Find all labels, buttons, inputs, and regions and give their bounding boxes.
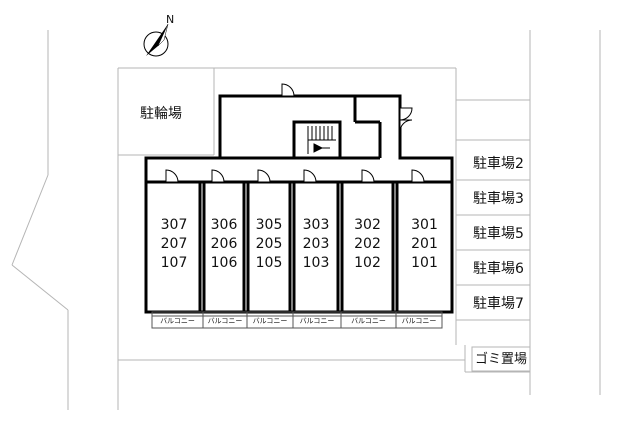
north-arrow-icon (143, 23, 169, 57)
unit-column-3: 305 205 105 (248, 216, 290, 273)
room-number: 107 (160, 255, 188, 271)
room-number: 305 (255, 217, 283, 233)
building-outline (144, 94, 454, 314)
room-number: 105 (255, 255, 283, 271)
unit-column-5: 302 202 102 (342, 216, 393, 273)
trash-area-label: ゴミ置場 (475, 352, 528, 367)
parking-separators (456, 179, 530, 321)
balcony-label: バルコニー (252, 317, 288, 325)
room-number: 307 (160, 217, 188, 233)
balcony-label: バルコニー (351, 317, 386, 325)
unit-column-1: 307 207 107 (148, 216, 200, 273)
room-number: 106 (210, 255, 238, 271)
parking-label-6: 駐車場6 (473, 261, 524, 277)
bicycle-parking-label: 駐輪場 (140, 106, 182, 122)
balcony-label: バルコニー (207, 317, 243, 325)
room-number: 301 (411, 217, 438, 233)
room-number: 302 (354, 217, 381, 233)
room-number: 101 (411, 255, 438, 271)
balcony-label: バルコニー (401, 317, 437, 325)
room-number: 103 (302, 255, 330, 271)
parking-label-3: 駐車場3 (473, 191, 524, 207)
trash-area-box (471, 346, 531, 372)
room-number: 306 (210, 217, 238, 233)
staircase-icon (307, 126, 336, 154)
unit-column-6: 301 201 101 (397, 216, 452, 273)
room-number: 205 (255, 236, 283, 252)
door-swing-icon (165, 83, 425, 183)
room-number: 202 (354, 236, 381, 252)
stairwell-wall (292, 120, 342, 160)
parking-label-2: 駐車場2 (473, 156, 524, 172)
balcony-label: バルコニー (299, 317, 335, 325)
parking-label-7: 駐車場7 (473, 296, 524, 312)
north-label: N (166, 13, 175, 26)
site-boundary-lines (11, 30, 601, 410)
parking-label-5: 駐車場5 (473, 226, 524, 242)
balcony-strip (151, 311, 443, 329)
room-number: 201 (411, 236, 438, 252)
core-walls (220, 96, 382, 160)
unit-dividers (198, 182, 399, 312)
room-number: 206 (210, 236, 238, 252)
unit-column-2: 306 206 106 (204, 216, 244, 273)
room-number: 203 (302, 236, 330, 252)
room-number: 207 (160, 236, 188, 252)
balcony-label: バルコニー (160, 317, 195, 325)
room-number: 303 (302, 217, 330, 233)
unit-column-4: 303 203 103 (294, 216, 338, 273)
room-number: 102 (354, 255, 381, 271)
